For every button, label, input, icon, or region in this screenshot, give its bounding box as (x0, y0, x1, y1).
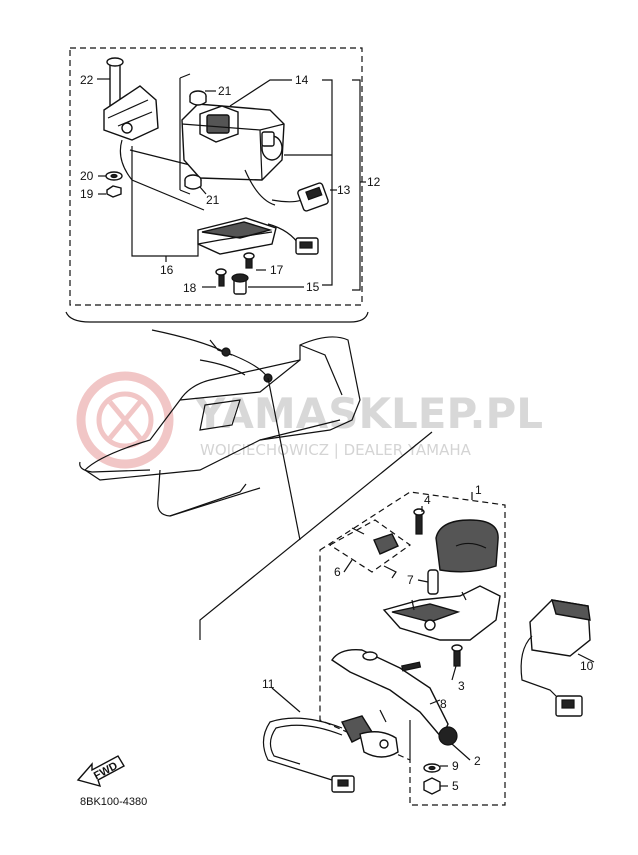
bolt-15 (231, 273, 249, 295)
detail-leader-lines (97, 78, 366, 291)
throttle-detail-group (262, 491, 595, 806)
mounting-bracket (103, 57, 205, 211)
callout-16: 16 (160, 263, 174, 277)
callout-22: 22 (80, 73, 94, 87)
nut-19 (106, 185, 122, 198)
callout-1: 1 (475, 483, 482, 497)
group-6-outline (328, 519, 412, 573)
screw-3 (451, 644, 463, 667)
callout-13: 13 (337, 183, 351, 197)
callout-8: 8 (440, 697, 447, 711)
detail-box-bracket (65, 311, 369, 323)
throttle-cover (435, 519, 499, 573)
watermark-title: YAMASKLEP.PL (194, 389, 543, 438)
callout-11: 11 (262, 677, 275, 691)
callout-14: 14 (295, 73, 309, 87)
callout-15: 15 (306, 280, 320, 294)
callout-labels: 22 21 14 13 12 21 20 19 16 17 18 15 1 4 … (80, 73, 594, 793)
fwd-label: FWD (92, 760, 120, 782)
callout-18: 18 (183, 281, 197, 295)
pin-7 (427, 569, 439, 595)
callout-7: 7 (407, 573, 414, 587)
throttle-sensor (341, 709, 399, 758)
screw-17 (243, 252, 255, 269)
callout-10: 10 (580, 659, 594, 673)
watermark-logo-icon (76, 371, 174, 469)
callout-4: 4 (424, 493, 431, 507)
screw-8 (401, 661, 422, 672)
wire-harness-connector (267, 182, 329, 255)
callout-3: 3 (458, 679, 465, 693)
callout-17: 17 (270, 263, 284, 277)
snowmobile-overview (79, 329, 361, 541)
switch-module-10 (520, 599, 591, 717)
switch-base (197, 217, 277, 255)
callout-6: 6 (334, 565, 341, 579)
screw-18 (215, 268, 227, 287)
bottom-leader-lines (271, 492, 595, 787)
section-divider (199, 431, 433, 640)
switch-detail-group (65, 47, 369, 323)
callout-20: 20 (80, 169, 94, 183)
diagram-code: 8BK100-4380 (80, 796, 147, 808)
nut-21-upper (189, 90, 207, 106)
callout-2: 2 (474, 754, 481, 768)
fwd-arrow-icon: FWD (76, 755, 125, 788)
callout-21-lower: 21 (206, 193, 220, 207)
callout-5: 5 (452, 779, 459, 793)
screw-4 (413, 508, 425, 535)
stopper-block-6 (351, 527, 399, 579)
nut-9 (423, 763, 441, 773)
throttle-housing (382, 585, 501, 641)
callout-9: 9 (452, 759, 459, 773)
assembly-1-outline (319, 491, 506, 806)
sensor-cable-11 (262, 717, 355, 793)
switch-housing (181, 103, 285, 206)
detail-box-border (69, 47, 363, 306)
throttle-lever (331, 649, 458, 746)
callout-12: 12 (367, 175, 381, 189)
nut-5 (423, 777, 441, 795)
watermark: YAMASKLEP.PL WOJCIECHOWICZ | DEALER YAMA… (76, 371, 543, 469)
washer-20 (105, 171, 123, 181)
callout-21-upper: 21 (218, 84, 232, 98)
callout-19: 19 (80, 187, 94, 201)
nut-21-lower (184, 174, 202, 190)
